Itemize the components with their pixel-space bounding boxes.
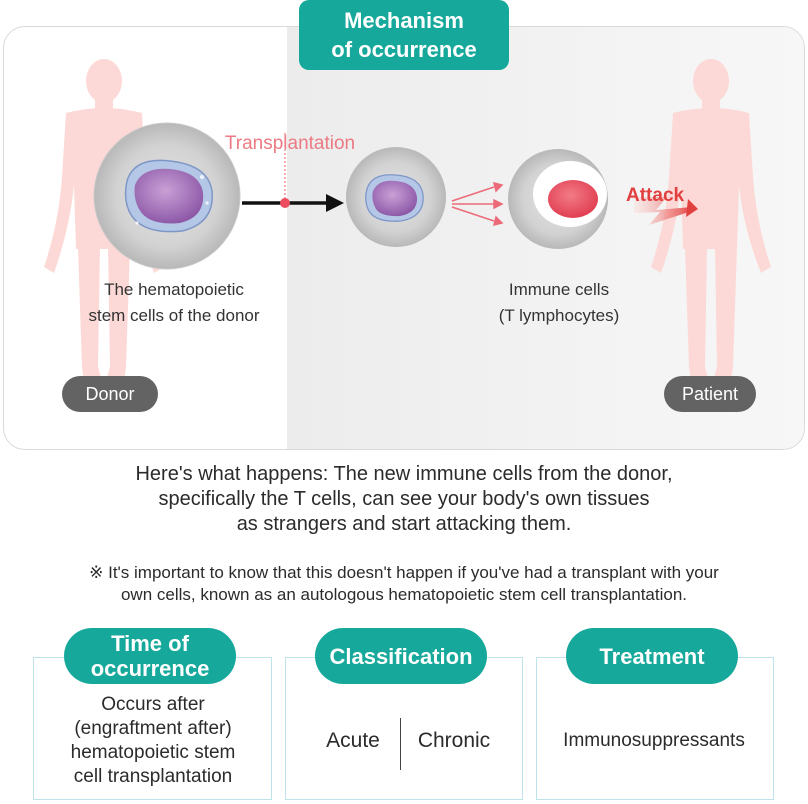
treatment-badge: Treatment: [566, 628, 738, 684]
classification-badge: Classification: [315, 628, 487, 684]
mechanism-illustration: [44, 59, 771, 381]
immune-cell-label: Immune cells (T lymphocytes): [498, 280, 620, 325]
title-badge: Mechanism of occurrence: [299, 0, 509, 70]
transplanted-cell-icon: [346, 147, 446, 247]
attack-arrow: [634, 197, 698, 225]
differentiation-arrows: [451, 181, 504, 227]
transplantation-label: Transplantation: [224, 133, 356, 154]
time-of-occurrence-title: Time of occurrence: [90, 631, 210, 681]
treatment-title: Treatment: [599, 643, 705, 669]
mechanism-panel: The hematopoietic stem cells of the dono…: [3, 26, 805, 450]
explanation-text: Here's what happens: The new immune cell…: [135, 463, 673, 535]
donor-stem-cell-icon: [93, 122, 241, 270]
attack-label: Attack: [626, 185, 685, 206]
donor-pill: Donor: [62, 376, 158, 412]
immune-cell-icon: [508, 149, 608, 249]
treatment-text: Immunosuppressants: [563, 730, 745, 751]
donor-cell-label: The hematopoietic stem cells of the dono…: [88, 280, 260, 325]
page-title: Mechanism of occurrence: [331, 8, 477, 62]
time-of-occurrence-badge: Time of occurrence: [64, 628, 236, 684]
patient-pill: Patient: [664, 376, 756, 412]
time-of-occurrence-text: Occurs after (engraftment after) hematop…: [70, 694, 236, 787]
chronic-label: Chronic: [417, 729, 491, 752]
classification-title: Classification: [329, 643, 473, 669]
autologous-note: ※ It's important to know that this doesn…: [89, 563, 719, 604]
acute-label: Acute: [326, 729, 380, 752]
transplantation-arrow: [242, 133, 344, 212]
patient-body-silhouette: [651, 59, 771, 381]
classification-divider: [400, 718, 401, 770]
